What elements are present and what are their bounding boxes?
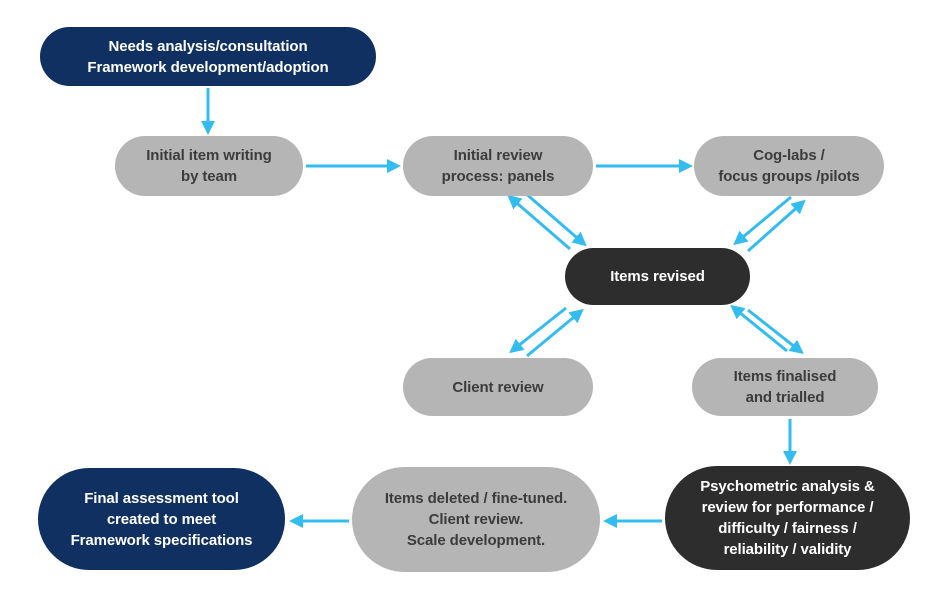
node-final-assessment: Final assessment tool created to meet Fr… (38, 468, 285, 570)
node-text-line: focus groups /pilots (718, 168, 860, 185)
arrow-revised-to-client (509, 306, 567, 354)
arrow-review-to-revised (523, 190, 587, 247)
node-items-revised: Items revised (565, 248, 750, 305)
node-text-line: process: panels (441, 168, 555, 185)
node-psychometric-analysis: Psychometric analysis & review for perfo… (665, 466, 910, 570)
node-items-deleted: Items deleted / fine-tuned. Client revie… (352, 467, 600, 572)
node-initial-review: Initial review process: panels (403, 136, 593, 196)
node-text-line: Initial review (453, 147, 543, 164)
arrow-client-to-revised (526, 308, 584, 358)
node-text-line: created to meet (106, 510, 217, 528)
node-client-review: Client review (403, 358, 593, 416)
node-text-line: Items revised (610, 268, 705, 285)
arrow-revised-to-finalised (747, 308, 804, 355)
node-needs-analysis: Needs analysis/consultation Framework de… (40, 27, 376, 86)
node-text-line: Items deleted / fine-tuned. (384, 490, 568, 507)
node-text-line: Cog-labs / (753, 147, 825, 164)
node-text-line: Final assessment tool (84, 489, 239, 507)
node-text-line: Psychometric analysis & (700, 478, 875, 495)
arrow-finalised-to-revised (730, 304, 788, 353)
node-text-line: Initial item writing (146, 147, 272, 164)
node-text-line: and trialled (745, 389, 825, 406)
node-text-line: Client review. (428, 511, 524, 528)
node-text-line: Needs analysis/consultation (108, 37, 308, 55)
node-text-line: Client review (452, 378, 544, 396)
node-items-finalised: Items finalised and trialled (692, 358, 878, 416)
node-text-line: reliability / validity (723, 541, 852, 558)
node-cog-labs: Cog-labs / focus groups /pilots (694, 136, 884, 196)
node-text-line: difficulty / fairness / (718, 520, 857, 537)
node-text-line: review for performance / (701, 499, 874, 516)
node-text-line: Items finalised (733, 368, 837, 385)
arrow-revised-to-coglabs (747, 199, 806, 253)
arrow-revised-to-review (507, 194, 571, 251)
node-text-line: Framework development/adoption (87, 58, 329, 76)
arrow-coglabs-to-revised (733, 195, 792, 246)
node-text-line: Scale development. (406, 532, 546, 549)
node-text-line: Framework specifications (70, 531, 253, 549)
node-initial-item-writing: Initial item writing by team (115, 136, 303, 196)
node-text-line: by team (181, 168, 237, 185)
